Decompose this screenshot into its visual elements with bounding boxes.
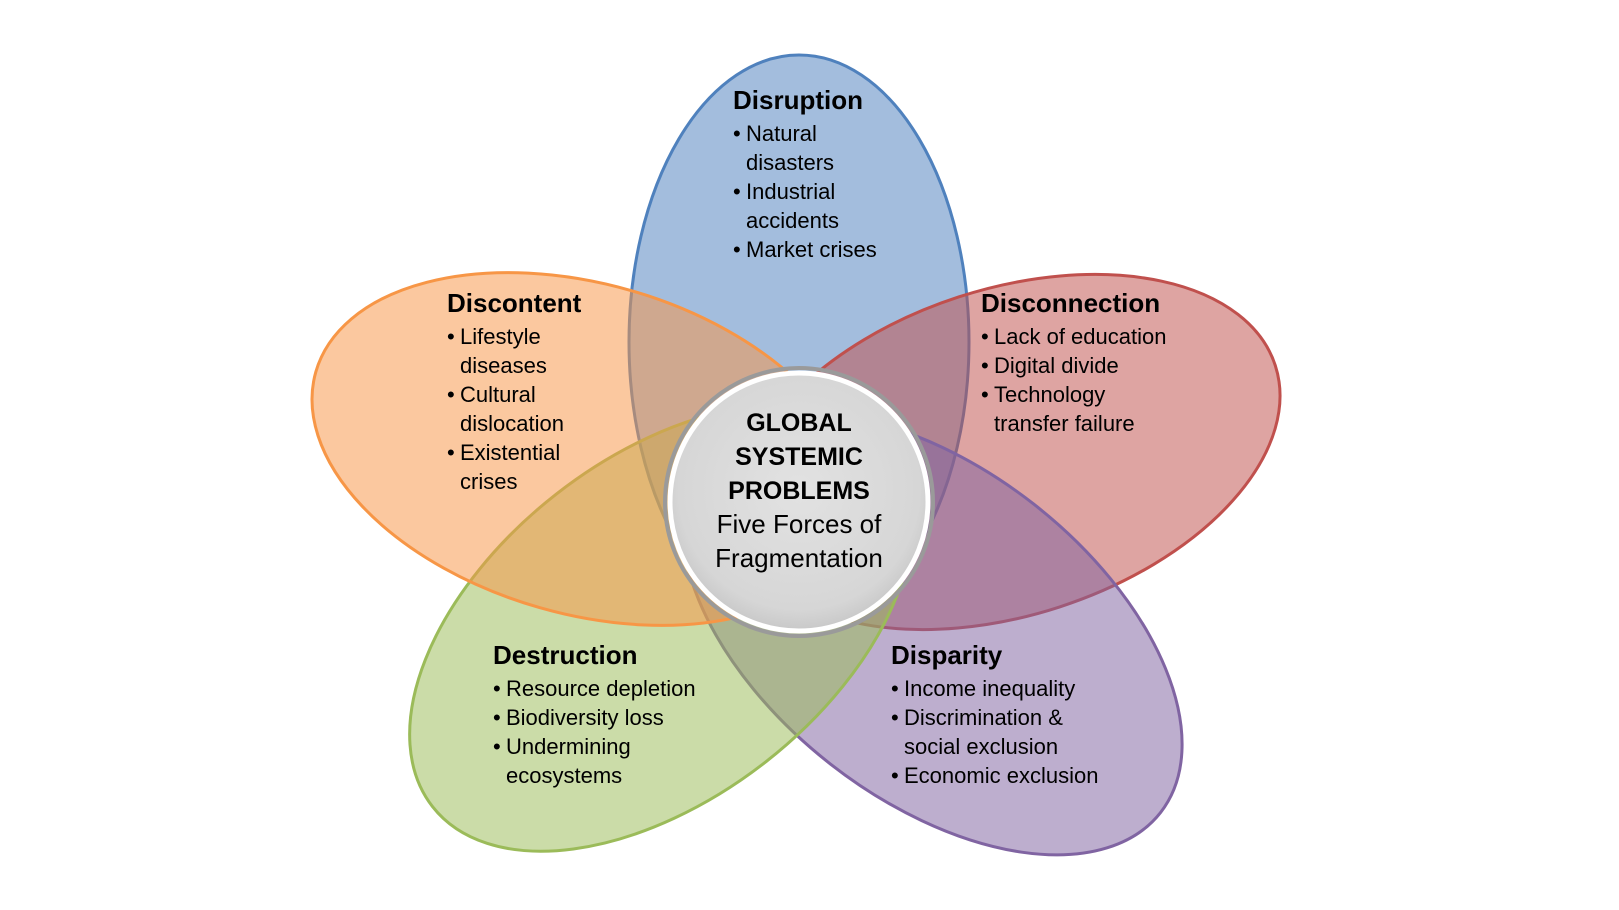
bullet-icon: • [891,705,899,730]
bullet-icon: • [981,324,989,349]
center-circle-border [663,366,935,638]
discontent-item-1-line-1: Lifestyle [460,324,541,349]
disruption-item-3-line-1: Market crises [746,237,877,262]
bullet-icon: • [733,179,741,204]
center-line-fragmentation: Fragmentation [715,543,883,573]
disruption-title: Disruption [733,85,863,115]
bullet-icon: • [981,382,989,407]
bullet-icon: • [733,237,741,262]
disruption-item-2-line-2: accidents [746,208,839,233]
disruption-item-1-line-1: Natural [746,121,817,146]
disconnection-title: Disconnection [981,288,1160,318]
bullet-icon: • [891,676,899,701]
destruction-item-1-line-1: Resource depletion [506,676,696,701]
discontent-label-group: Discontent•Lifestylediseases•Culturaldis… [447,288,582,494]
disparity-item-3-line-1: Economic exclusion [904,763,1098,788]
bullet-icon: • [733,121,741,146]
disconnection-item-3-line-1: Technology [994,382,1105,407]
discontent-title: Discontent [447,288,582,318]
disruption-label-group: Disruption•Naturaldisasters•Industrialac… [733,85,877,262]
center-circle [667,370,931,634]
discontent-item-2-line-1: Cultural [460,382,536,407]
bullet-icon: • [891,763,899,788]
center-line-systemic: SYSTEMIC [735,443,863,471]
bullet-icon: • [447,440,455,465]
bullet-icon: • [981,353,989,378]
disconnection-item-2-line-1: Digital divide [994,353,1119,378]
discontent-item-2-line-2: dislocation [460,411,564,436]
disconnection-item-3-line-2: transfer failure [994,411,1135,436]
destruction-item-3-line-2: ecosystems [506,763,622,788]
disruption-item-2-line-1: Industrial [746,179,835,204]
disconnection-item-1-line-1: Lack of education [994,324,1166,349]
discontent-item-1-line-2: diseases [460,353,547,378]
center-label: GLOBAL SYSTEMIC PROBLEMS Five Forces of … [715,409,883,573]
disparity-item-2-line-1: Discrimination & [904,705,1063,730]
discontent-item-3-line-1: Existential [460,440,560,465]
destruction-label-group: Destruction•Resource depletion•Biodivers… [493,640,696,788]
bullet-icon: • [447,382,455,407]
bullet-icon: • [493,705,501,730]
disparity-item-2-line-2: social exclusion [904,734,1058,759]
disparity-label-group: Disparity•Income inequality•Discriminati… [891,640,1098,788]
disparity-title: Disparity [891,640,1003,670]
disparity-item-1-line-1: Income inequality [904,676,1075,701]
destruction-item-2-line-1: Biodiversity loss [506,705,664,730]
center-line-five-forces: Five Forces of [717,509,882,539]
bullet-icon: • [447,324,455,349]
destruction-title: Destruction [493,640,637,670]
bullet-icon: • [493,734,501,759]
disruption-item-1-line-2: disasters [746,150,834,175]
disconnection-label-group: Disconnection•Lack of education•Digital … [981,288,1166,436]
center-line-problems: PROBLEMS [728,477,870,505]
bullet-icon: • [493,676,501,701]
discontent-item-3-line-2: crises [460,469,517,494]
destruction-item-3-line-1: Undermining [506,734,631,759]
center-line-global: GLOBAL [746,409,852,437]
